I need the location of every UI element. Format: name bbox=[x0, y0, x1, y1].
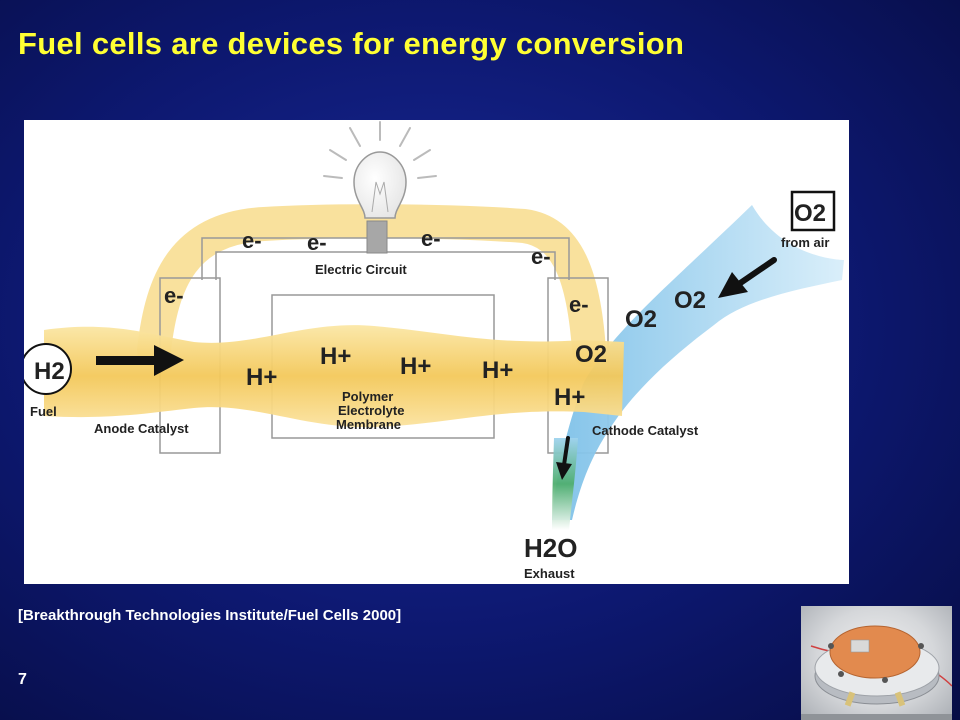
electron-label: e- bbox=[421, 226, 441, 251]
proton-label: H+ bbox=[320, 343, 351, 370]
electron-label: e- bbox=[531, 244, 551, 269]
exhaust-label: Exhaust bbox=[524, 566, 575, 581]
proton-label: H+ bbox=[554, 384, 585, 411]
membrane-label-line1: Polymer bbox=[342, 389, 393, 404]
oxygen-inflow-arrow bbox=[718, 257, 777, 298]
fuel-cell-photo bbox=[801, 606, 952, 720]
fuel-label: Fuel bbox=[30, 404, 57, 419]
source-citation: [Breakthrough Technologies Institute/Fue… bbox=[18, 607, 402, 624]
proton-label: H+ bbox=[482, 357, 513, 384]
oxygen-molecule-box bbox=[790, 190, 836, 232]
hydrogen-inflow-arrow bbox=[96, 345, 184, 376]
oxygen-symbol-box: O2 bbox=[794, 200, 826, 227]
membrane-label-line2: Electrolyte bbox=[338, 403, 404, 418]
slide-number: 7 bbox=[18, 671, 27, 688]
oxygen-flow-band bbox=[552, 205, 844, 520]
water-outflow-arrow bbox=[556, 436, 572, 480]
light-bulb-icon bbox=[323, 121, 437, 254]
membrane-label-line3: Membrane bbox=[336, 417, 401, 432]
electron-label: e- bbox=[569, 292, 589, 317]
oxygen-symbol: O2 bbox=[674, 287, 706, 314]
oxygen-symbol: O2 bbox=[625, 306, 657, 333]
hydrogen-symbol: H2 bbox=[34, 358, 65, 385]
cathode-catalyst-label: Cathode Catalyst bbox=[592, 423, 699, 438]
electron-label: e- bbox=[307, 230, 327, 255]
water-symbol: H2O bbox=[524, 533, 577, 563]
from-air-label: from air bbox=[781, 235, 829, 250]
anode-catalyst-label: Anode Catalyst bbox=[94, 421, 189, 436]
oxygen-symbol: O2 bbox=[575, 341, 607, 368]
electron-label: e- bbox=[242, 228, 262, 253]
hydrogen-molecule-circle bbox=[24, 343, 72, 395]
proton-label: H+ bbox=[400, 353, 431, 380]
proton-label: H+ bbox=[246, 364, 277, 391]
electric-circuit-label: Electric Circuit bbox=[315, 262, 407, 277]
fuel-cell-diagram: H2 O2 e- e- e- e- e- e- H+ H+ H+ H+ H+ O… bbox=[24, 120, 849, 584]
slide-title: Fuel cells are devices for energy conver… bbox=[18, 26, 685, 61]
electron-label: e- bbox=[164, 283, 184, 308]
water-flow-band bbox=[552, 438, 578, 530]
hydrogen-flow-band bbox=[44, 325, 624, 428]
